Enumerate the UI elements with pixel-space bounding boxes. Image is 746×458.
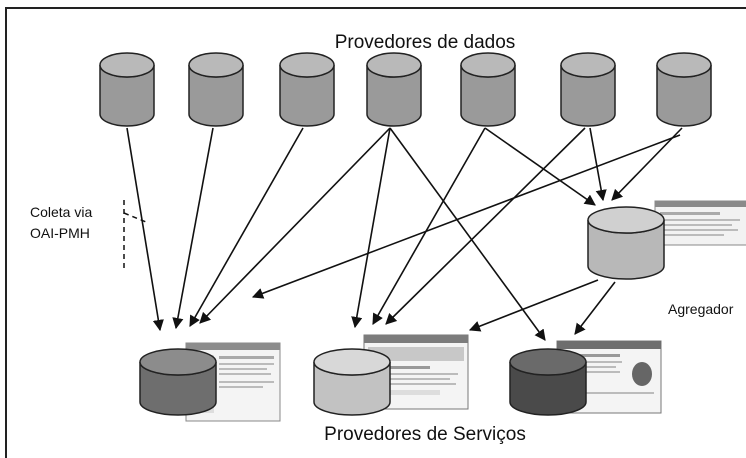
arrow-dp4-sp3 <box>389 127 546 341</box>
aggregator-screenshot <box>654 200 746 246</box>
data-provider-4 <box>366 52 422 127</box>
data-providers-title: Provedores de dados <box>335 32 516 53</box>
data-provider-7 <box>656 52 712 127</box>
arrow-dp3-sp1 <box>189 127 304 327</box>
service-provider-2-database <box>313 348 391 416</box>
service-provider-3-database <box>509 348 587 416</box>
service-providers-label: Provedores de Serviços <box>324 424 526 445</box>
aggregator-database <box>587 206 665 280</box>
collect-label-line1: Coleta via <box>30 204 92 220</box>
arrow-dp6-sp2 <box>385 127 586 325</box>
arrow-dp4-sp1 <box>199 127 391 324</box>
data-provider-2 <box>188 52 244 127</box>
arrow-agg-sp2 <box>468 279 599 332</box>
arrow-dp2-sp1 <box>172 127 214 330</box>
data-provider-5 <box>460 52 516 127</box>
collect-label-line2: OAI-PMH <box>30 225 90 241</box>
arrow-dp6-agg <box>589 127 607 202</box>
data-provider-6 <box>560 52 616 127</box>
data-providers <box>99 52 712 127</box>
arrow-dp7-sp1 <box>251 134 681 299</box>
arrow-agg-sp3 <box>574 281 616 335</box>
harvest-arrows <box>126 127 683 341</box>
arrow-dp5-agg <box>484 127 596 206</box>
arrow-dp7-agg <box>611 127 683 201</box>
diagram-frame <box>5 7 746 458</box>
arrow-dp5-sp2 <box>372 127 486 325</box>
aggregator-label: Agregador <box>668 301 734 317</box>
data-provider-1 <box>99 52 155 127</box>
arrow-dp1-sp1 <box>126 127 164 332</box>
arrow-dp4-sp2 <box>351 127 391 329</box>
service-provider-1-database <box>139 348 217 416</box>
data-provider-3 <box>279 52 335 127</box>
